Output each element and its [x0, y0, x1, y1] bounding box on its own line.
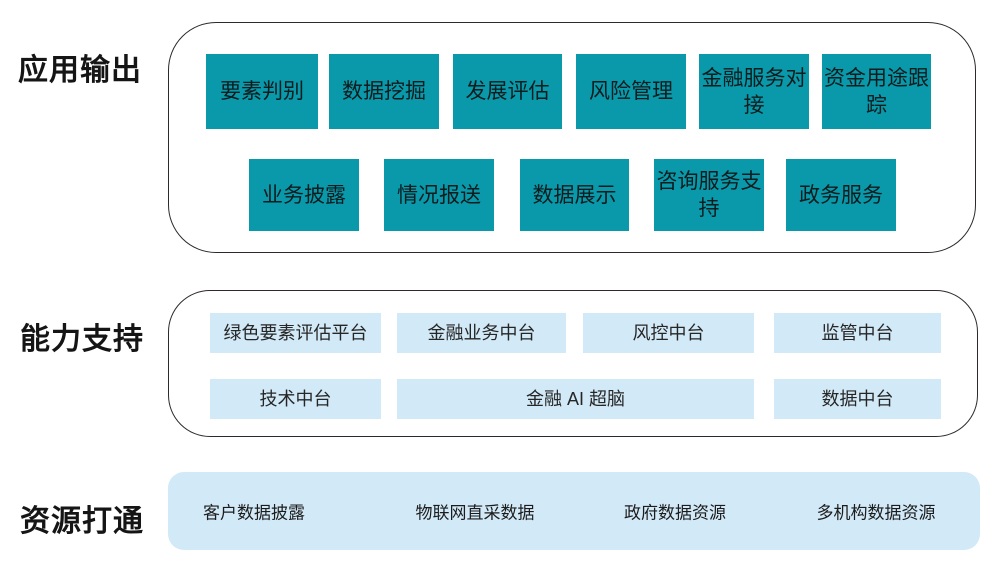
app-output-box-label: 发展评估 [465, 80, 550, 103]
resources-item: 物联网直采数据 [415, 503, 535, 523]
app-output-box: 咨询服务支持 [654, 159, 764, 231]
resources-item: 客户数据披露 [203, 503, 305, 523]
capability-box-label: 金融业务中台 [427, 323, 536, 343]
app-output-box: 发展评估 [453, 54, 562, 129]
app-output-box: 情况报送 [384, 159, 494, 231]
app-output-box: 数据挖掘 [329, 54, 439, 129]
capability-box-label: 监管中台 [821, 323, 894, 343]
capability-box-label: 数据中台 [821, 389, 894, 409]
capability-box-label: 技术中台 [259, 389, 332, 409]
app-output-box-label: 风险管理 [589, 80, 673, 103]
resources-band: 客户数据披露 物联网直采数据 政府数据资源 多机构数据资源 [168, 472, 980, 550]
capability-box: 监管中台 [774, 313, 941, 353]
app-output-box-label: 金融服务对接 [701, 66, 807, 117]
app-output-box-label: 政务服务 [799, 183, 883, 207]
capability-box: 技术中台 [210, 379, 381, 419]
resources-item: 多机构数据资源 [816, 503, 936, 523]
app-output-box: 风险管理 [576, 54, 686, 129]
capability-box: 金融业务中台 [397, 313, 566, 353]
app-output-box-label: 数据展示 [532, 183, 617, 207]
resources-item: 政府数据资源 [624, 503, 726, 523]
app-output-box: 要素判别 [206, 54, 318, 129]
app-output-box: 资金用途跟踪 [822, 54, 931, 129]
section-label-resources: 资源打通 [20, 505, 144, 538]
app-output-box-label: 要素判别 [220, 80, 304, 103]
app-output-box: 政务服务 [786, 159, 896, 231]
capability-box-label: 风控中台 [632, 323, 705, 343]
app-output-box: 业务披露 [249, 159, 359, 231]
capability-box: 风控中台 [583, 313, 754, 353]
app-output-box: 金融服务对接 [699, 54, 809, 129]
app-output-container: 要素判别 数据挖掘 发展评估 风险管理 金融服务对接 资金用途跟踪 业务披露 情… [168, 22, 976, 253]
app-output-box-label: 咨询服务支持 [656, 170, 762, 220]
section-label-app-output: 应用输出 [18, 54, 142, 87]
app-output-box-label: 数据挖掘 [342, 80, 426, 103]
capability-container: 绿色要素评估平台 金融业务中台 风控中台 监管中台 技术中台 金融 AI 超脑 … [168, 290, 978, 437]
app-output-box-label: 情况报送 [397, 183, 481, 207]
app-output-box: 数据展示 [520, 159, 629, 231]
section-label-capability: 能力支持 [20, 323, 144, 356]
capability-box: 金融 AI 超脑 [397, 379, 754, 419]
capability-box: 绿色要素评估平台 [210, 313, 381, 353]
capability-box: 数据中台 [774, 379, 941, 419]
app-output-box-label: 业务披露 [262, 183, 346, 207]
capability-box-label: 金融 AI 超脑 [525, 389, 625, 409]
capability-box-label: 绿色要素评估平台 [223, 323, 368, 343]
app-output-box-label: 资金用途跟踪 [824, 66, 929, 117]
